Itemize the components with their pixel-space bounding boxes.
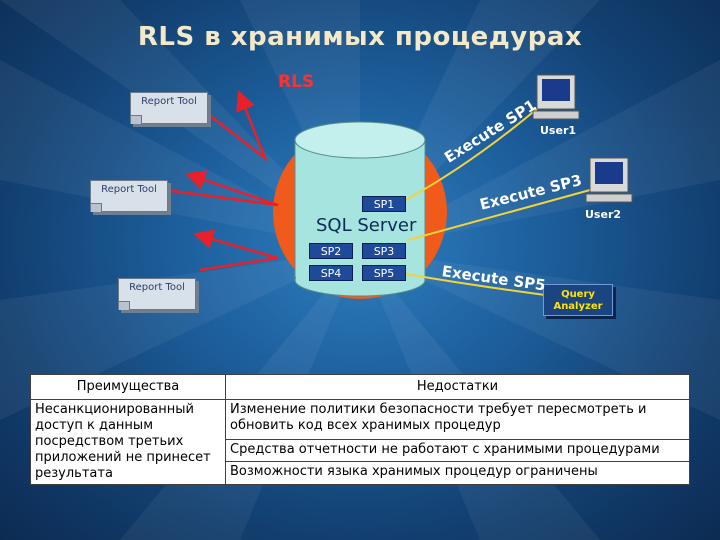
advantage-cell: Несанкционированный доступ к данным поср… (30, 399, 226, 485)
qa-arrow (405, 273, 546, 296)
report-tool-box: Report Tool (90, 180, 168, 212)
report-tool-box: Report Tool (118, 278, 196, 310)
disadvantage-cell: Возможности языка хранимых процедур огра… (225, 461, 690, 485)
report-arrow-2 (164, 170, 279, 207)
user1-arrow (401, 107, 539, 203)
report-tool-box: Report Tool (130, 92, 208, 124)
report-arrow-3 (193, 229, 279, 272)
page-title: RLS в хранимых процедурах (137, 22, 583, 52)
pros-cons-table: Преимущества Недостатки Несанкционирован… (30, 374, 690, 485)
user1-label: User1 (540, 124, 577, 137)
sql-server-label: SQL Server (316, 215, 417, 236)
disadvantage-cell: Изменение политики безопасности требует … (225, 399, 690, 440)
sp2-box: SP2 (309, 243, 353, 259)
rls-label: RLS (278, 72, 315, 92)
computer-icon (532, 74, 580, 120)
advantages-header: Преимущества (30, 374, 226, 400)
user2-label: User2 (585, 208, 622, 221)
computer-icon (585, 157, 633, 203)
report-tool-label: Report Tool (129, 282, 185, 293)
disadvantage-cell: Средства отчетности не работают с храним… (225, 438, 690, 463)
report-arrow-1 (199, 90, 268, 162)
sp4-box: SP4 (309, 265, 353, 281)
report-tool-label: Report Tool (101, 184, 157, 195)
sp3-box: SP3 (362, 243, 406, 259)
sp5-box: SP5 (362, 265, 406, 281)
query-analyzer-box: Query Analyzer (543, 284, 613, 316)
user2-arrow (407, 189, 591, 241)
sp1-box: SP1 (362, 196, 406, 212)
report-tool-label: Report Tool (141, 96, 197, 107)
disadvantages-header: Недостатки (225, 374, 690, 400)
